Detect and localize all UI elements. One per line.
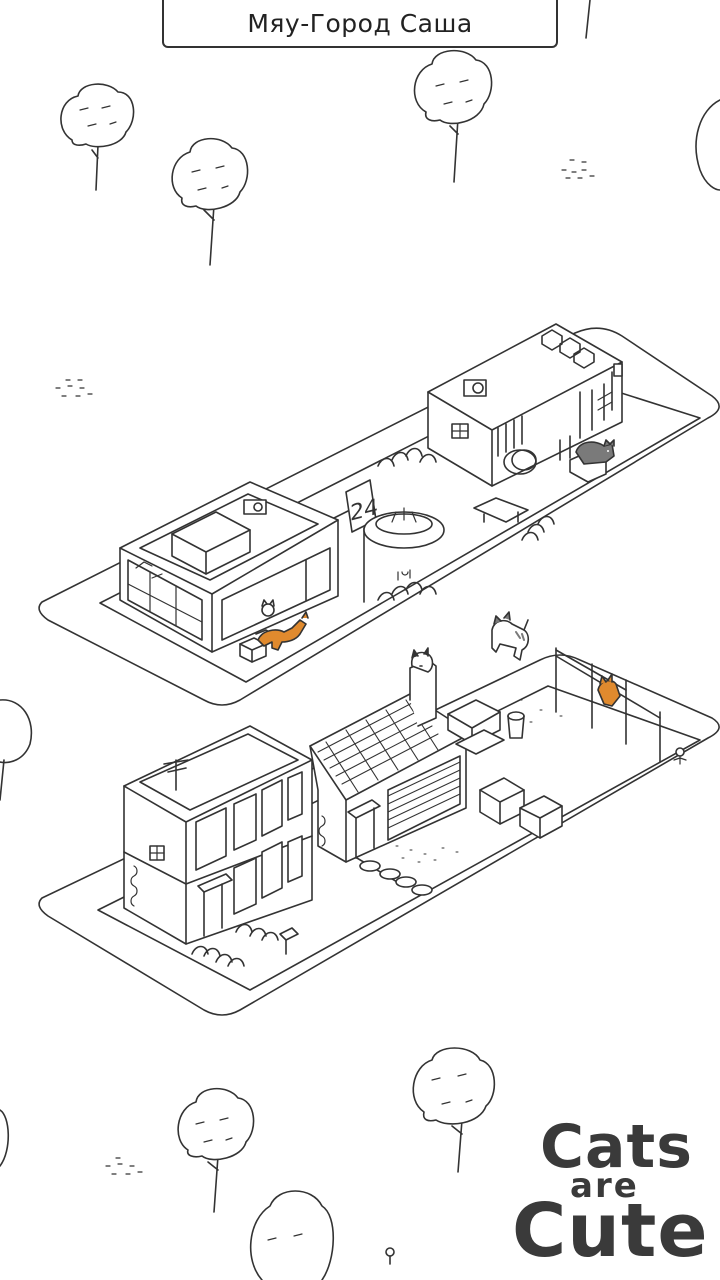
fountain[interactable] (363, 507, 445, 549)
gravel (395, 699, 563, 863)
tree-icon[interactable] (585, 0, 591, 39)
orange-cat[interactable] (597, 673, 621, 707)
tree-icon[interactable] (249, 1190, 335, 1280)
tree-icon[interactable] (0, 1109, 10, 1167)
orange-cat[interactable] (257, 611, 309, 651)
bench[interactable] (455, 729, 505, 755)
crates[interactable] (447, 699, 563, 839)
two-story-house[interactable] (123, 725, 313, 945)
town-title: Мяу-Город Саша (247, 8, 473, 38)
bench[interactable] (473, 497, 529, 523)
bike-rack[interactable] (191, 923, 279, 967)
tree-icon[interactable] (60, 83, 135, 191)
logo-line-3: Cute (512, 1188, 709, 1274)
game-logo: Cats are Cute (512, 1112, 712, 1274)
garage-shop[interactable] (309, 659, 467, 863)
jungle-gym[interactable] (555, 647, 687, 765)
tree-icon[interactable] (171, 137, 249, 266)
tree-icon[interactable] (0, 699, 33, 801)
flower-icon (385, 1247, 395, 1265)
tree-icon[interactable] (412, 1047, 496, 1173)
mailbox[interactable] (279, 927, 299, 955)
logo-line-2: are (570, 1166, 639, 1206)
town-title-panel[interactable]: Мяу-Город Саша (162, 0, 558, 48)
grass-patch (55, 159, 595, 1175)
grey-tabby-cat[interactable] (491, 611, 530, 661)
calico-cat[interactable] (410, 647, 434, 673)
tree-icon[interactable] (177, 1087, 255, 1213)
bike-rack[interactable] (377, 569, 437, 601)
trash-bin[interactable] (507, 711, 525, 739)
tree-icon[interactable] (413, 49, 493, 183)
logo-line-1: Cats (540, 1112, 693, 1182)
bike-rack[interactable] (521, 515, 555, 541)
grey-cat[interactable] (575, 439, 615, 465)
tree-icon[interactable] (695, 99, 720, 191)
white-cat[interactable] (261, 599, 275, 617)
convenience-store[interactable] (119, 481, 339, 653)
stepping-stones (359, 860, 433, 896)
bike-rack[interactable] (377, 447, 437, 467)
